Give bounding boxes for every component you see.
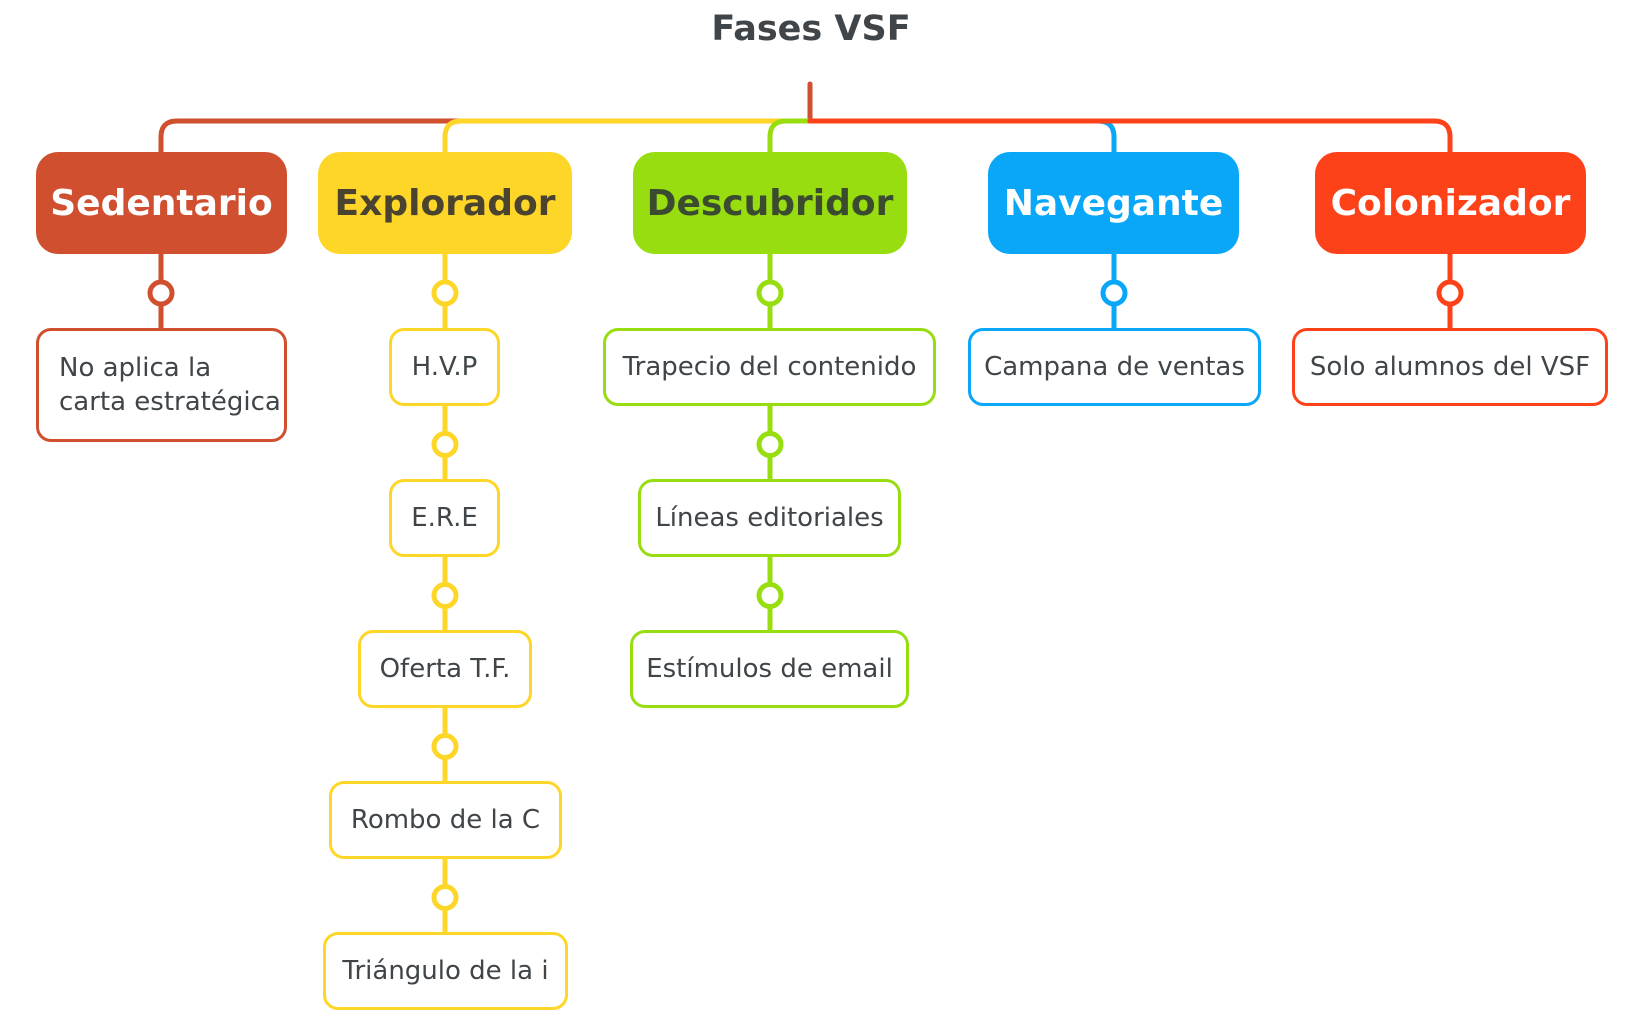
phase-node-explorador[interactable]: Explorador: [318, 152, 572, 254]
connector-node-ring: [147, 279, 175, 307]
topic-node[interactable]: Trapecio del contenido: [603, 328, 936, 406]
connector-node-ring: [756, 582, 784, 609]
connector-node-ring: [431, 884, 459, 911]
topic-node[interactable]: E.R.E: [389, 479, 500, 557]
phase-node-descubridor[interactable]: Descubridor: [633, 152, 907, 254]
topic-node[interactable]: Solo alumnos del VSF: [1292, 328, 1608, 406]
connector-node-ring: [756, 279, 784, 307]
connector-node-ring: [431, 733, 459, 760]
connector-node-ring: [1100, 279, 1128, 307]
branch-line-sedentario: [158, 118, 813, 159]
branch-line-explorador: [442, 118, 813, 159]
connector-node-ring: [431, 582, 459, 609]
topic-node[interactable]: Líneas editoriales: [638, 479, 901, 557]
connector-node-ring: [431, 431, 459, 458]
branch-line-navegante: [807, 118, 1117, 159]
connector-node-ring: [431, 279, 459, 307]
connector-node-ring: [756, 431, 784, 458]
connector-node-ring: [1436, 279, 1464, 307]
branch-line-colonizador: [807, 118, 1453, 159]
topic-node[interactable]: Estímulos de email: [630, 630, 909, 708]
phase-node-sedentario[interactable]: Sedentario: [36, 152, 287, 254]
topic-node[interactable]: Oferta T.F.: [358, 630, 532, 708]
phase-node-navegante[interactable]: Navegante: [988, 152, 1239, 254]
topic-node[interactable]: Campana de ventas: [968, 328, 1261, 406]
topic-node[interactable]: H.V.P: [389, 328, 500, 406]
topic-node[interactable]: No aplica la carta estratégica: [36, 328, 287, 442]
branch-line-descubridor: [767, 118, 813, 159]
map-title: Fases VSF: [711, 9, 911, 49]
topic-node[interactable]: Triángulo de la i: [323, 932, 568, 1010]
phase-node-colonizador[interactable]: Colonizador: [1315, 152, 1586, 254]
topic-node[interactable]: Rombo de la C: [329, 781, 562, 859]
